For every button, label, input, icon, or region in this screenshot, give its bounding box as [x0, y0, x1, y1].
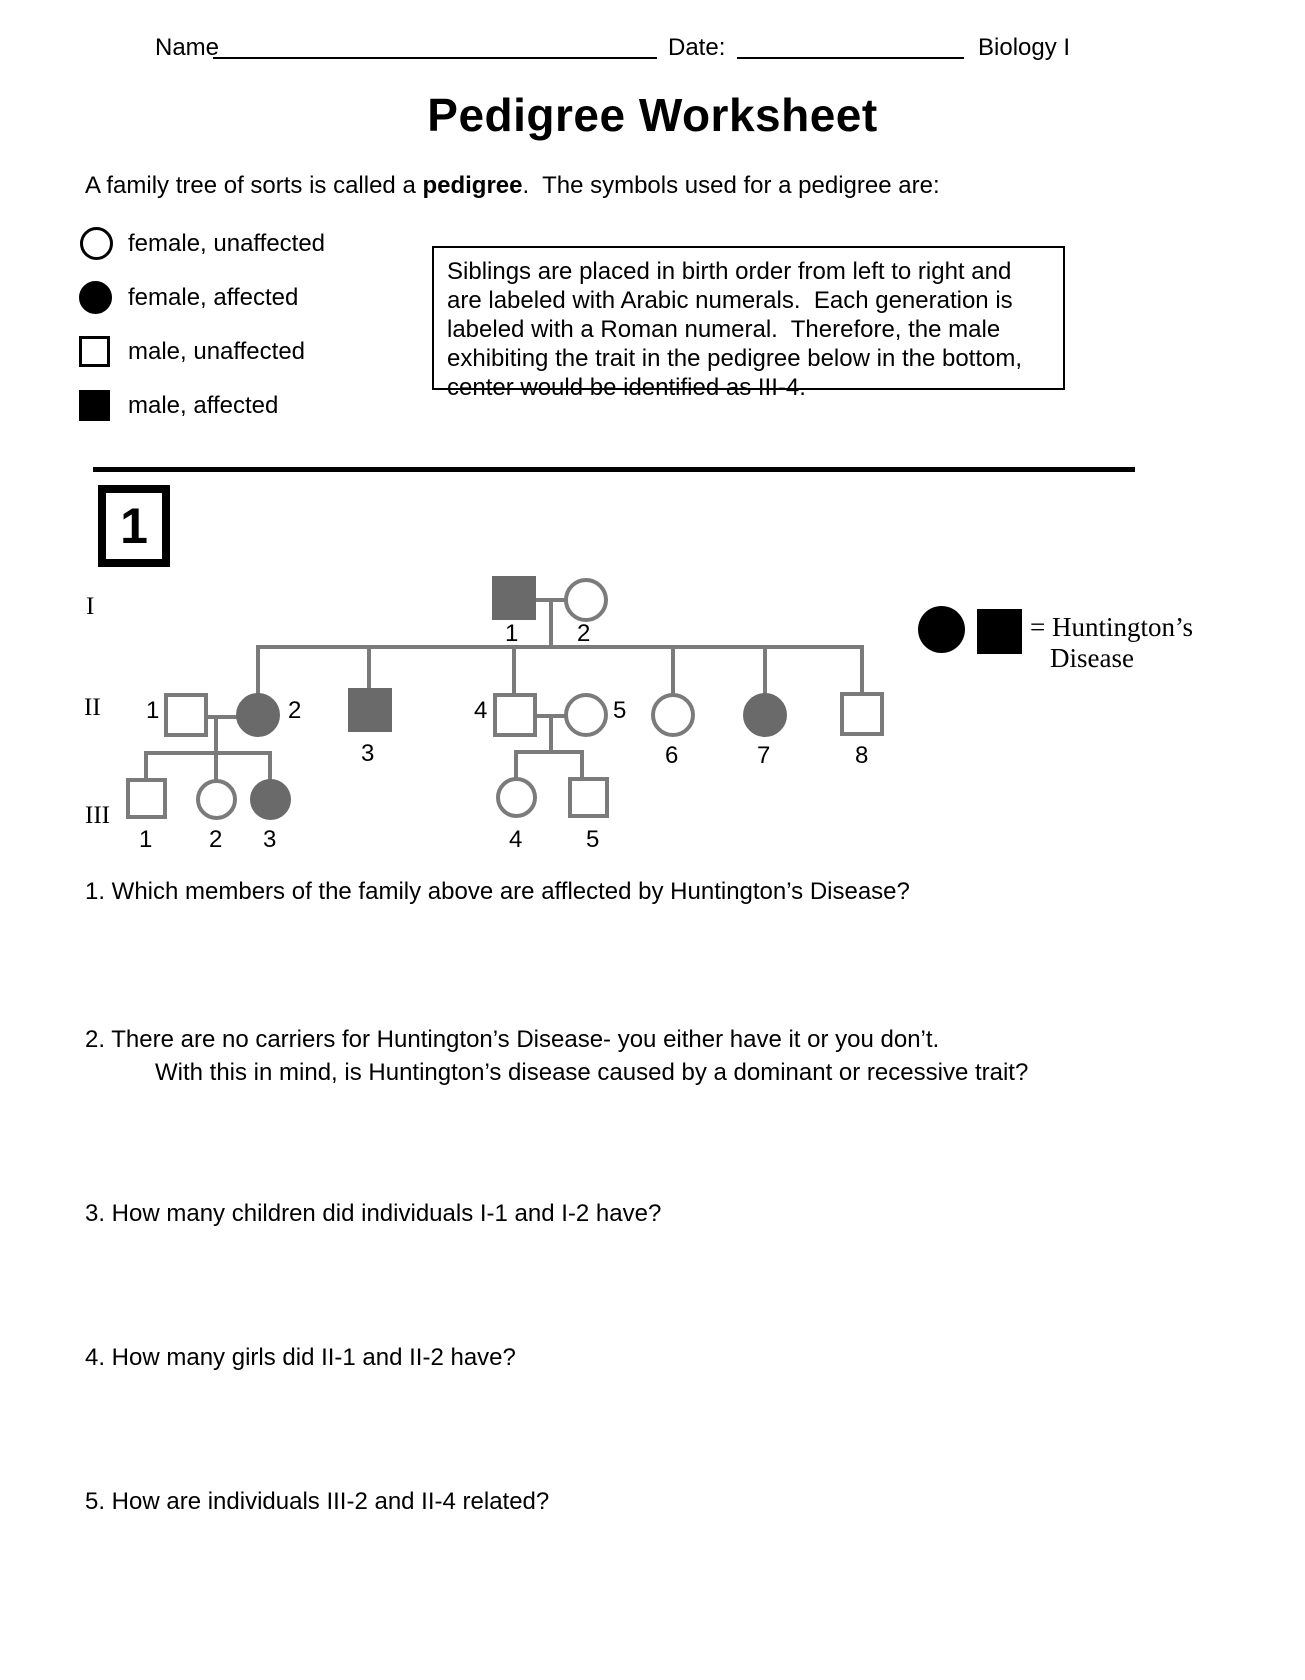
name-label: Name — [155, 34, 220, 61]
individual-ii-4 — [493, 693, 537, 737]
key-label-male-unaffected: male, unaffected — [128, 338, 306, 365]
individual-iii-3 — [250, 779, 291, 820]
individual-iii-1 — [126, 778, 167, 819]
individual-iii-5 — [568, 777, 609, 818]
page-title: Pedigree Worksheet — [427, 89, 878, 141]
question-3: 3. How many children did individuals I-1… — [85, 1200, 662, 1227]
male-unaffected-symbol-icon — [79, 336, 110, 367]
key-label-female-unaffected: female, unaffected — [128, 230, 326, 257]
key-label-female-affected: female, affected — [128, 284, 299, 311]
individual-ii-2 — [236, 693, 280, 737]
male-affected-symbol-icon — [79, 390, 110, 421]
individual-iii-4 — [496, 777, 537, 818]
individual-ii-1 — [164, 693, 208, 737]
individual-ii-2-label: 2 — [288, 697, 302, 724]
female-unaffected-symbol-icon — [80, 227, 113, 260]
individual-ii-7-label: 7 — [757, 742, 771, 769]
intro-part1: A family tree of sorts is called a — [85, 172, 423, 199]
date-label: Date: — [668, 34, 726, 61]
intro-part2: . The symbols used for a pedigree are: — [522, 172, 940, 199]
pedigree-connector-lines — [144, 598, 864, 781]
individual-iii-3-label: 3 — [263, 826, 277, 853]
info-box: Siblings are placed in birth order from … — [432, 246, 1065, 401]
disease-key-line1: = Huntington’s — [1030, 612, 1193, 642]
question-2-line1: 2. There are no carriers for Huntington’… — [85, 1026, 940, 1053]
individual-iii-5-label: 5 — [586, 826, 600, 853]
disease-key-text: = Huntington’s Disease — [1030, 612, 1193, 674]
generation-label-i: I — [86, 593, 95, 620]
individual-ii-5-label: 5 — [613, 697, 627, 724]
question-4: 4. How many girls did II-1 and II-2 have… — [85, 1344, 516, 1371]
generation-label-ii: II — [84, 694, 101, 721]
question-1: 1. Which members of the family above are… — [85, 878, 910, 905]
individual-ii-1-label: 1 — [146, 697, 160, 724]
course-label: Biology I — [978, 34, 1071, 61]
individual-ii-3-label: 3 — [361, 740, 375, 767]
intro-bold-word: pedigree — [422, 172, 523, 199]
individual-ii-6 — [651, 693, 695, 737]
individual-iii-2-label: 2 — [209, 826, 223, 853]
intro-text: A family tree of sorts is called a pedig… — [85, 172, 1225, 200]
individual-ii-7 — [743, 693, 787, 737]
individual-iii-4-label: 4 — [509, 826, 523, 853]
individual-ii-8 — [840, 692, 884, 736]
question-5: 5. How are individuals III-2 and II-4 re… — [85, 1488, 550, 1515]
individual-i-2 — [564, 578, 608, 622]
individual-iii-1-label: 1 — [139, 826, 153, 853]
individual-ii-5 — [564, 693, 608, 737]
section-divider — [93, 467, 1135, 472]
question-2-line2: With this in mind, is Huntington’s disea… — [155, 1059, 1029, 1086]
individual-i-1-label: 1 — [505, 620, 519, 647]
individual-ii-6-label: 6 — [665, 742, 679, 769]
individual-iii-2 — [196, 779, 237, 820]
individual-ii-8-label: 8 — [855, 742, 869, 769]
female-affected-symbol-icon — [79, 281, 112, 314]
generation-label-iii: III — [85, 802, 110, 829]
disease-key-circle-icon — [918, 606, 965, 653]
individual-ii-3 — [348, 688, 392, 732]
date-blank-line — [737, 56, 964, 59]
individual-i-2-label: 2 — [577, 620, 591, 647]
disease-key-line2: Disease — [1050, 643, 1134, 673]
individual-i-1 — [492, 576, 536, 620]
section-number-box: 1 — [98, 485, 170, 567]
pedigree-chart: I II III 1 2 1 2 3 4 5 6 7 8 1 2 3 4 5 =… — [84, 576, 1193, 853]
key-label-male-affected: male, affected — [128, 392, 279, 419]
disease-key-square-icon — [977, 609, 1022, 654]
name-blank-line — [213, 56, 657, 59]
individual-ii-4-label: 4 — [474, 697, 488, 724]
